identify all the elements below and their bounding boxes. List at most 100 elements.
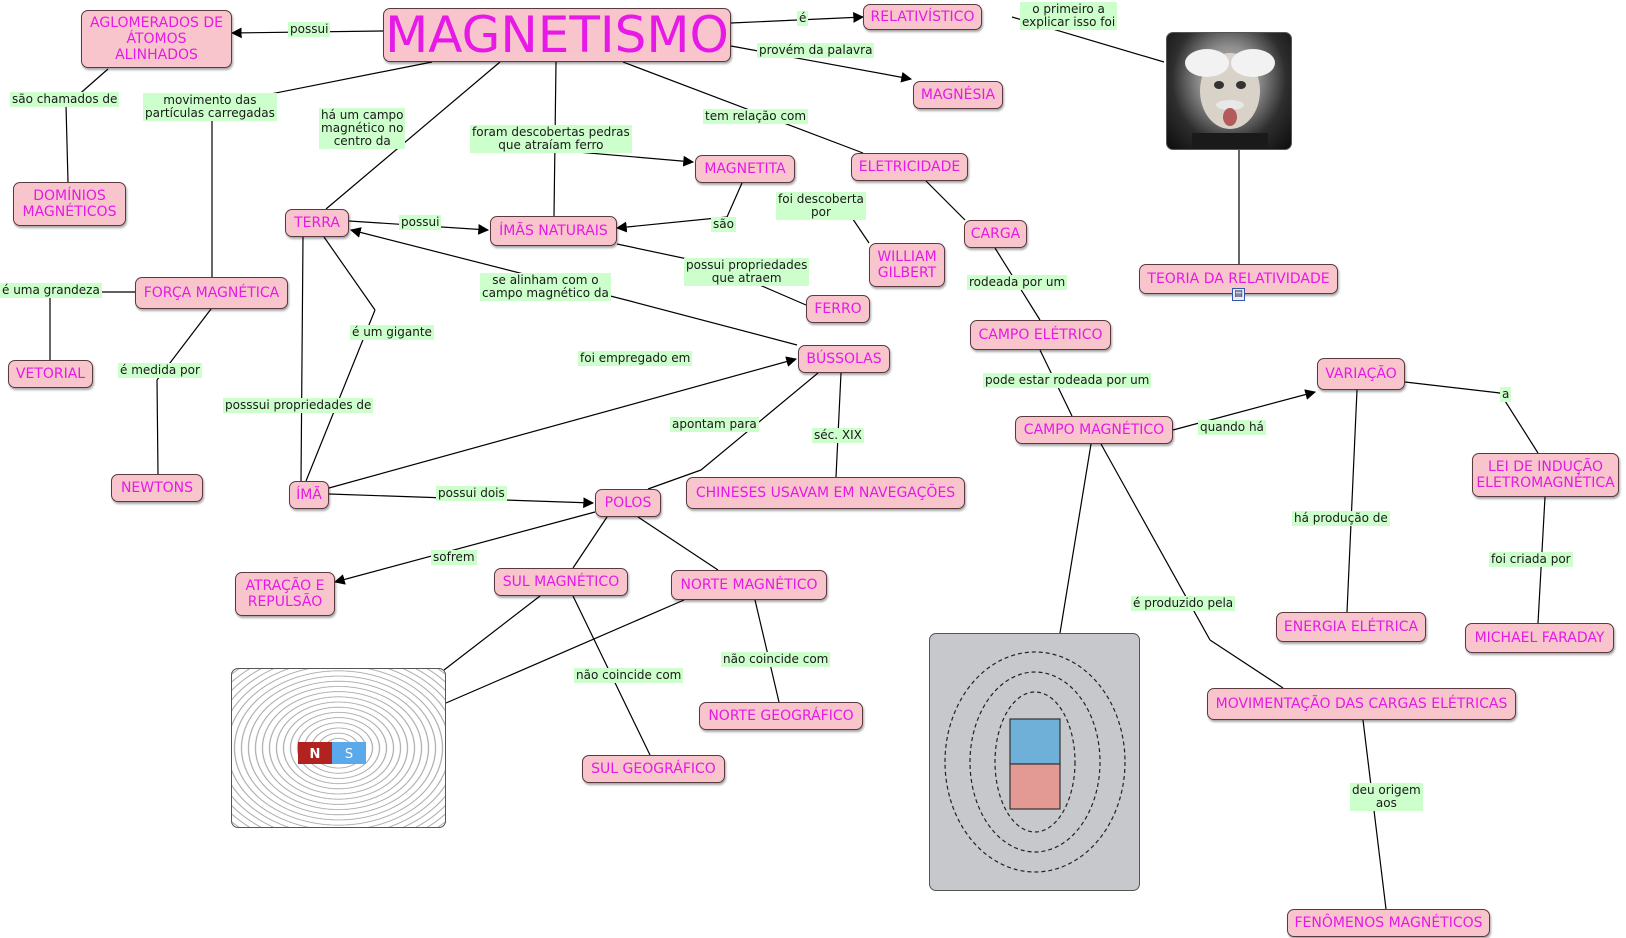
link-label-possui-prop: possui propriedades que atraem xyxy=(684,258,810,286)
connector-line-38 xyxy=(323,236,376,311)
connector-line-49 xyxy=(754,599,780,703)
link-label-provem: provém da palavra xyxy=(757,43,875,58)
connector-line-45 xyxy=(333,511,596,585)
link-label-foi-descoberta: foi descoberta por xyxy=(776,192,866,220)
link-label-alinham: se alinham com o campo magnético da xyxy=(480,273,611,301)
link-label-gigante: é um gigante xyxy=(350,325,434,340)
connector-line-11 xyxy=(726,182,743,218)
concept-terra[interactable]: TERRA xyxy=(285,209,349,237)
concept-campo-eletrico[interactable]: CAMPO ELÉTRICO xyxy=(970,320,1111,350)
concept-sul-magnetico[interactable]: SUL MAGNÉTICO xyxy=(494,568,628,596)
connector-line-47 xyxy=(637,516,719,571)
concept-sul-geografico[interactable]: SUL GEOGRÁFICO xyxy=(582,755,725,783)
link-label-possui-top: possui xyxy=(288,22,331,37)
concept-fenomenos[interactable]: FENÔMENOS MAGNÉTICOS xyxy=(1287,909,1490,937)
connector-line-23 xyxy=(1404,381,1501,394)
iron-filings-magnet-photo: N S xyxy=(231,668,446,828)
link-label-criada: foi criada por xyxy=(1489,552,1573,567)
concept-forca-magnetica[interactable]: FORÇA MAGNÉTICA xyxy=(135,277,288,309)
connector-line-19 xyxy=(925,180,966,221)
connector-line-16 xyxy=(629,300,798,346)
concept-dominios[interactable]: DOMÍNIOS MAGNÉTICOS xyxy=(13,182,126,226)
link-label-sofrem: sofrem xyxy=(431,550,477,565)
connector-line-51 xyxy=(445,599,685,704)
concept-ima[interactable]: ÍMÃ xyxy=(289,481,329,509)
link-label-possui-terra: possui xyxy=(399,215,442,230)
link-label-posssui-prop: posssui propriedades de xyxy=(223,398,374,413)
link-label-possui-dois: possui dois xyxy=(436,486,507,501)
link-label-origem: deu origem aos xyxy=(1350,783,1423,811)
concept-variacao[interactable]: VARIAÇÃO xyxy=(1317,358,1405,390)
connector-line-22 xyxy=(1172,389,1317,431)
link-label-pode-rodeada: pode estar rodeada por um xyxy=(983,373,1152,388)
einstein-portrait-icon xyxy=(1185,49,1275,149)
concept-imas-naturais[interactable]: ÍMÃS NATURAIS xyxy=(490,216,617,246)
concept-william-gilbert[interactable]: WILLIAM GILBERT xyxy=(869,243,945,287)
concept-campo-magnetico[interactable]: CAMPO MAGNÉTICO xyxy=(1015,416,1173,444)
title-magnetismo[interactable]: MAGNETISMO xyxy=(383,8,731,62)
connector-line-50 xyxy=(443,595,541,671)
concept-magnesia[interactable]: MAGNÉSIA xyxy=(913,81,1003,109)
connector-line-5 xyxy=(325,61,501,210)
concept-bussolas[interactable]: BÚSSOLAS xyxy=(798,345,890,373)
concept-norte-geografico[interactable]: NORTE GEOGRÁFICO xyxy=(699,702,863,730)
concept-norte-magnetico[interactable]: NORTE MAGNÉTICO xyxy=(671,570,827,600)
concept-carga[interactable]: CARGA xyxy=(964,220,1027,248)
connector-line-34 xyxy=(156,379,159,475)
magnet-north-label: N xyxy=(310,747,321,762)
concept-newtons[interactable]: NEWTONS xyxy=(111,474,203,502)
concept-lei-inducao[interactable]: LEI DE INDUÇÃO ELETROMAGNÉTICA xyxy=(1472,453,1619,497)
concept-magnetita[interactable]: MAGNETITA xyxy=(695,155,795,183)
concept-chineses[interactable]: CHINESES USAVAM EM NAVEGAÇÕES xyxy=(686,477,965,509)
link-label-produzido: é produzido pela xyxy=(1131,596,1236,611)
link-label-quando-ha: quando há xyxy=(1198,420,1266,435)
link-label-e: é xyxy=(797,11,809,26)
connector-line-8 xyxy=(65,104,69,183)
connector-line-37 xyxy=(300,236,304,482)
link-label-a: a xyxy=(1500,387,1512,402)
link-label-rodeada: rodeada por um xyxy=(967,275,1068,290)
connector-line-42 xyxy=(700,372,819,471)
magnetic-field-lines-drawing xyxy=(929,633,1140,891)
connector-line-30 xyxy=(1362,719,1387,910)
connector-line-43 xyxy=(647,469,702,490)
link-label-nao-coincide-2: não coincide com xyxy=(721,652,831,667)
field-lines-icon xyxy=(944,651,1126,873)
link-label-primeiro: o primeiro a explicar isso foi xyxy=(1020,2,1118,30)
link-label-apontam: apontam para xyxy=(670,417,759,432)
link-label-grandeza: é uma grandeza xyxy=(0,283,102,298)
link-label-producao: há produção de xyxy=(1292,511,1390,526)
concept-polos[interactable]: POLOS xyxy=(595,489,661,517)
concept-michael-faraday[interactable]: MICHAEL FARADAY xyxy=(1465,623,1614,653)
connector-line-29 xyxy=(1209,639,1284,689)
connector-line-46 xyxy=(572,516,608,569)
concept-eletricidade[interactable]: ELETRICIDADE xyxy=(851,153,968,181)
concept-atracao[interactable]: ATRAÇÃO E REPULSÃO xyxy=(235,572,335,616)
concept-ferro[interactable]: FERRO xyxy=(806,295,870,323)
link-label-sao-chamados: são chamados de xyxy=(10,92,120,107)
connector-line-40 xyxy=(328,356,798,489)
concept-vetorial[interactable]: VETORIAL xyxy=(8,360,93,388)
connector-line-44 xyxy=(835,372,842,478)
link-label-sao: são xyxy=(711,217,736,232)
link-label-nao-coincide-1: não coincide com xyxy=(574,668,684,683)
connector-line-25 xyxy=(1346,389,1358,613)
link-label-medida: é medida por xyxy=(118,363,202,378)
magnet-south-label: S xyxy=(345,747,353,762)
link-label-pedras: foram descobertas pedras que atraíam fer… xyxy=(470,125,632,153)
concept-relativistico[interactable]: RELATIVÍSTICO xyxy=(863,4,982,30)
connector-line-12 xyxy=(615,216,728,233)
connector-line-27 xyxy=(1059,443,1092,634)
link-label-campo-centro: há um campo magnético no centro da xyxy=(319,108,406,149)
link-label-sec-xix: séc. XIX xyxy=(812,428,864,443)
link-label-empregado: foi empregado em xyxy=(578,351,693,366)
connector-line-24 xyxy=(1499,392,1539,454)
concept-movimentacao[interactable]: MOVIMENTAÇÃO DAS CARGAS ELÉTRICAS xyxy=(1207,688,1516,720)
einstein-photo xyxy=(1166,32,1292,150)
link-label-movimento: movimento das partículas carregadas xyxy=(143,93,277,121)
bar-magnet-icon: N S xyxy=(298,742,366,764)
concept-aglomerados[interactable]: AGLOMERADOS DE ÁTOMOS ALINHADOS xyxy=(81,10,232,68)
resource-attachment-icon[interactable]: ▤ xyxy=(1232,288,1245,301)
concept-energia-eletrica[interactable]: ENERGIA ELÉTRICA xyxy=(1276,612,1426,642)
